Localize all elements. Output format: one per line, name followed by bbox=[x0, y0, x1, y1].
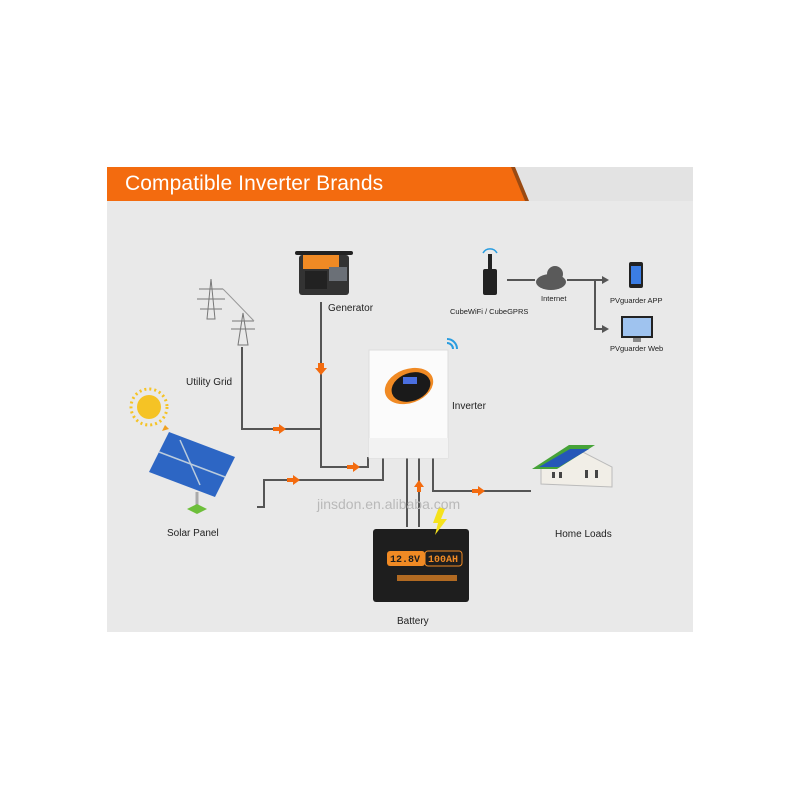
cube-label: CubeWiFi / CubeGPRS bbox=[450, 307, 529, 316]
inverter-icon bbox=[368, 338, 458, 459]
house-icon bbox=[532, 445, 613, 488]
sun-icon bbox=[129, 387, 169, 431]
title-banner bbox=[107, 167, 527, 201]
arrow-battery bbox=[414, 480, 424, 492]
utility-grid-label: Utility Grid bbox=[186, 377, 233, 388]
battery-label: Battery bbox=[397, 616, 429, 627]
app-label: PVguarder APP bbox=[610, 296, 663, 305]
line-generator-inverter bbox=[320, 302, 369, 468]
banner-title: Compatible Inverter Brands bbox=[125, 172, 384, 195]
generator-icon bbox=[295, 251, 353, 295]
web-label: PVguarder Web bbox=[610, 344, 664, 353]
phone-icon bbox=[629, 262, 643, 288]
battery-icon: 12.8V 100AH bbox=[373, 507, 469, 602]
flow-arrows bbox=[273, 363, 485, 496]
diagram-canvas: Compatible Inverter Brands bbox=[107, 167, 693, 632]
internet-label: Internet bbox=[541, 294, 567, 303]
solar-panel-icon bbox=[149, 432, 235, 514]
solar-panel-label: Solar Panel bbox=[167, 528, 219, 539]
line-inverter-home bbox=[432, 457, 531, 492]
home-loads-label: Home Loads bbox=[555, 529, 612, 540]
arrow-solar bbox=[287, 475, 300, 485]
inverter-wifi-icon bbox=[446, 342, 454, 350]
utility-grid-icon bbox=[197, 278, 255, 346]
system-diagram: 12.8V 100AH bbox=[129, 248, 653, 602]
arrow-app bbox=[602, 276, 609, 284]
monitor-arrows bbox=[602, 276, 609, 333]
arrow-junction bbox=[347, 462, 360, 472]
connection-lines bbox=[241, 279, 602, 527]
arrow-web bbox=[602, 325, 609, 333]
arrow-home bbox=[472, 486, 485, 496]
line-solar-inverter bbox=[257, 457, 384, 508]
battery-voltage: 12.8V bbox=[390, 555, 420, 566]
cube-device-icon bbox=[482, 248, 498, 295]
arrow-grid bbox=[273, 424, 286, 434]
arrow-generator bbox=[315, 363, 327, 375]
battery-capacity: 100AH bbox=[428, 555, 458, 566]
lightning-icon bbox=[433, 507, 447, 535]
line-grid-inverter bbox=[241, 347, 321, 430]
inverter-label: Inverter bbox=[452, 401, 486, 412]
internet-cloud-icon bbox=[536, 266, 566, 290]
watermark: jinsdon.en.alibaba.com bbox=[317, 496, 461, 512]
monitor-icon bbox=[621, 316, 653, 342]
generator-label: Generator bbox=[328, 303, 374, 314]
line-internet-web bbox=[594, 280, 602, 330]
